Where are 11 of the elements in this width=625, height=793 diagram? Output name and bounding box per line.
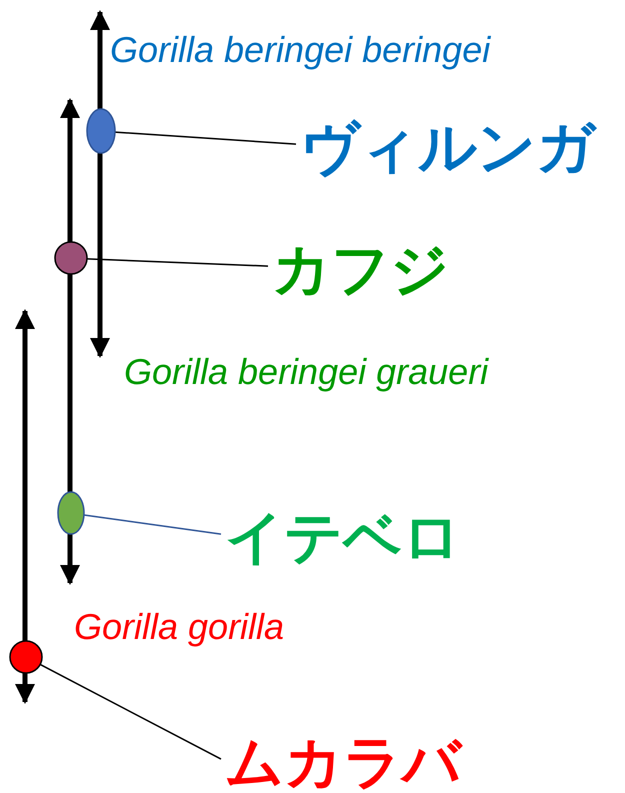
population-name: イテベロ bbox=[225, 508, 461, 566]
population-name: カフジ bbox=[272, 240, 449, 298]
species-name: Gorilla beringei graueri bbox=[124, 352, 488, 392]
population-name: ヴィルンガ bbox=[300, 118, 595, 176]
leader-line bbox=[40, 664, 222, 760]
leader-line bbox=[114, 131, 296, 145]
species-name: Gorilla gorilla bbox=[74, 607, 284, 647]
leader-line bbox=[86, 258, 268, 267]
population-name: ムカラバ bbox=[225, 733, 461, 791]
leader-line bbox=[84, 514, 222, 535]
species-name: Gorilla beringei beringei bbox=[110, 30, 490, 70]
